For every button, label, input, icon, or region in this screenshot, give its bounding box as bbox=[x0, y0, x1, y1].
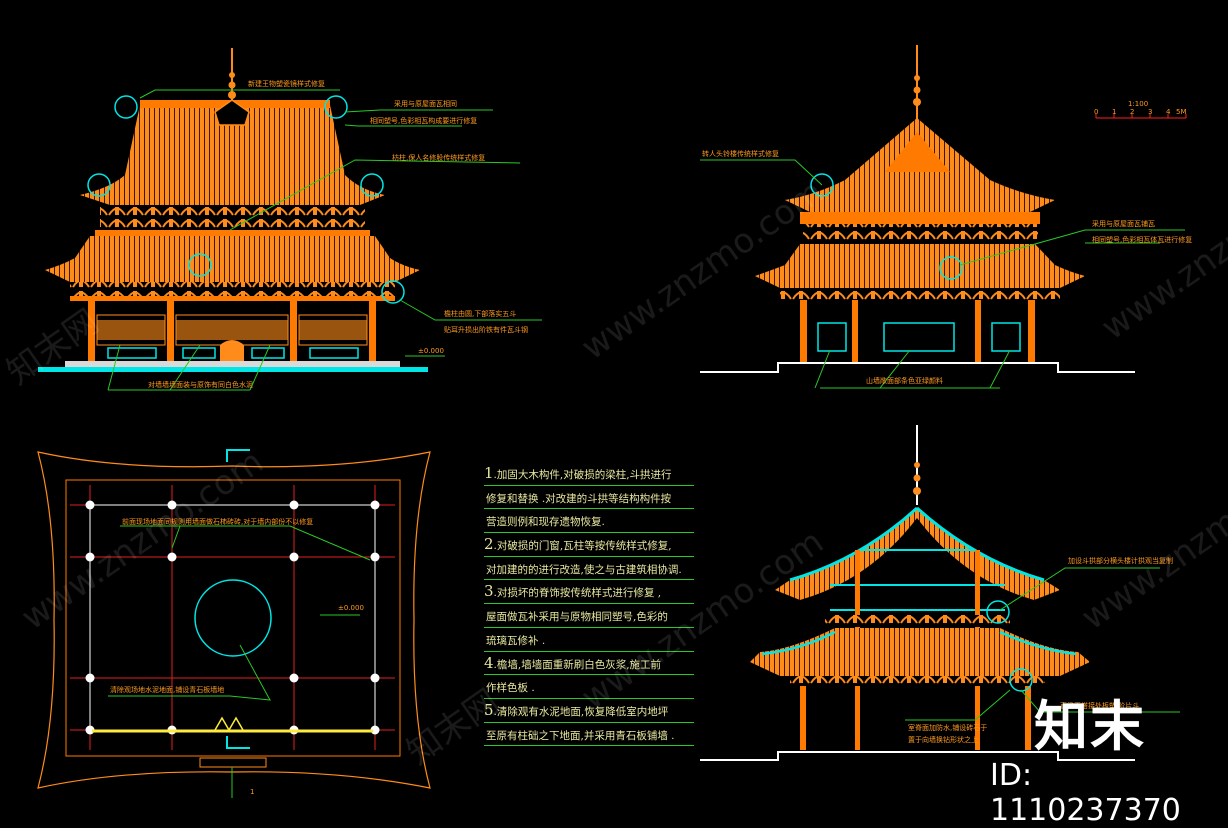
front-note-1: 新建王物塑瓷镜样式修复 bbox=[248, 79, 325, 88]
svg-text:4: 4 bbox=[1166, 108, 1171, 116]
restoration-note-line: 5.清除观有水泥地面,恢复降低室内地坪 bbox=[484, 699, 694, 723]
plan-section-mark: 1 bbox=[250, 788, 254, 796]
note-text: 对加建的的进行改造,使之与古建筑相协调. bbox=[486, 563, 682, 576]
svg-text:1: 1 bbox=[1112, 108, 1116, 116]
side-note-2: 采用与原屋面瓦铺瓦 bbox=[1092, 219, 1155, 228]
section-note-4: 直梁平搭接处板塑,阶片斗 bbox=[1060, 701, 1139, 710]
brand-logo: 知末 bbox=[1034, 695, 1146, 758]
restoration-note-line: 屋面做瓦补采用与原物相同塑号,色彩的 bbox=[484, 604, 694, 628]
restoration-note-line: 作样色板 . bbox=[484, 675, 694, 699]
restoration-note-line: 2.对破损的门窗,瓦柱等按传统样式修复, bbox=[484, 533, 694, 557]
front-base bbox=[38, 367, 428, 372]
restoration-note-line: 1.加固大木构件,对破损的梁柱,斗拱进行 bbox=[484, 462, 694, 486]
note-text: .加固大木构件,对破损的梁柱,斗拱进行 bbox=[493, 469, 672, 481]
svg-text:5M: 5M bbox=[1176, 108, 1187, 116]
front-note-7: 对墙墙墙面装与原饰有同白色水泥 bbox=[148, 380, 253, 389]
section-lower-roof bbox=[750, 628, 1090, 676]
note-number: 2 bbox=[484, 535, 494, 554]
section-note-1: 加设斗拱部分横头楼计拱观当复制 bbox=[1068, 556, 1173, 565]
note-number: 5 bbox=[484, 700, 494, 719]
note-text: 屋面做瓦补采用与原物相同塑号,色彩的 bbox=[486, 611, 668, 624]
restoration-note-line: 4.檐墙,墙墙面重新刷白色灰浆,施工前 bbox=[484, 652, 694, 676]
front-note-6: 贴耳升损出阶铁有件瓦斗钢 bbox=[444, 325, 528, 334]
floor-plan: 1 前面现场地面同规则用墙面做石柿砖砖,对于墙内部份不以修复 清除观场地水泥地面… bbox=[37, 449, 431, 798]
plan-outline bbox=[37, 451, 431, 789]
restoration-note-line: 3.对损坏的脊饰按传统样式进行修复 , bbox=[484, 580, 694, 605]
restoration-note-line: 至原有柱础之下地面,并采用青石板铺墙 . bbox=[484, 723, 694, 747]
note-text: 修复和替换 .对改建的斗拱等结构构件按 bbox=[486, 492, 672, 505]
side-elevation: 转人头铃楼传统样式修复 采用与原屋面瓦铺瓦 相同塑号,色彩相瓦体瓦进行修复 山墙… bbox=[700, 45, 1192, 389]
side-lower-roof bbox=[755, 244, 1085, 288]
svg-text:2: 2 bbox=[1130, 108, 1134, 116]
note-text: .对损坏的脊饰按传统样式进行修复 , bbox=[493, 587, 662, 600]
restoration-note-line: 营造则例和现存遗物恢复. bbox=[484, 509, 694, 534]
side-note-4: 山墙敞面部条色亚绿颜料 bbox=[866, 376, 943, 385]
section-drawing: 加设斗拱部分横头楼计拱观当复制 室脊面加防水,铺设砖石于 置于向墙换钻形状之上 … bbox=[700, 425, 1180, 761]
note-text: 作样色板 . bbox=[486, 682, 535, 695]
front-elevation: 新建王物塑瓷镜样式修复 采用与原屋面瓦相同 相同塑号,色彩相瓦构成要进行修复 枋… bbox=[38, 48, 542, 391]
front-lower-brackets bbox=[70, 282, 395, 298]
svg-text:3: 3 bbox=[1148, 108, 1152, 116]
note-text: 琉璃瓦修补 . bbox=[486, 634, 546, 647]
front-note-5: 檐柱由圆,下部落实五斗 bbox=[444, 309, 516, 318]
scale-bar: 1:100 0 1 2 3 4 5M bbox=[1094, 100, 1187, 119]
note-text: 营造则例和现存遗物恢复. bbox=[486, 516, 605, 529]
svg-text:1:100: 1:100 bbox=[1128, 100, 1148, 108]
note-text: .对破损的门窗,瓦柱等按传统样式修复, bbox=[493, 540, 672, 553]
side-note-3: 相同塑号,色彩相瓦体瓦进行修复 bbox=[1092, 235, 1192, 244]
note-number: 1 bbox=[484, 464, 494, 482]
front-note-4: 枋柱,保人名修股传统样式修复 bbox=[392, 153, 485, 162]
image-id: ID: 1110237370 bbox=[990, 758, 1181, 828]
restoration-note-line: 对加建的的进行改造,使之与古建筑相协调. bbox=[484, 557, 694, 581]
note-text: .檐墙,墙墙面重新刷白色灰浆,施工前 bbox=[493, 658, 662, 671]
note-number: 4 bbox=[484, 653, 494, 672]
plan-central-circle bbox=[194, 579, 272, 657]
plan-elevation-mark: ±0.000 bbox=[338, 604, 364, 612]
note-text: 至原有柱础之下地面,并采用青石板铺墙 . bbox=[486, 729, 675, 742]
note-text: .清除观有水泥地面,恢复降低室内地坪 bbox=[493, 705, 669, 718]
svg-text:0: 0 bbox=[1094, 108, 1098, 116]
restoration-note-line: 修复和替换 .对改建的斗拱等结构构件按 bbox=[484, 486, 694, 510]
side-ground-line bbox=[700, 362, 1135, 373]
restoration-notes: 1.加固大木构件,对破损的梁柱,斗拱进行修复和替换 .对改建的斗拱等结构构件按营… bbox=[484, 462, 694, 747]
restoration-note-line: 琉璃瓦修补 . bbox=[484, 628, 694, 652]
section-note-2: 室脊面加防水,铺设砖石于 bbox=[908, 723, 987, 732]
section-ground-line bbox=[700, 751, 1135, 761]
front-note-3: 相同塑号,色彩相瓦构成要进行修复 bbox=[370, 116, 477, 125]
front-upper-brackets bbox=[100, 205, 365, 231]
front-note-2: 采用与原屋面瓦相同 bbox=[394, 99, 457, 108]
front-upper-roof bbox=[80, 105, 385, 205]
front-lower-roof bbox=[45, 236, 420, 282]
note-number: 3 bbox=[484, 582, 494, 601]
section-note-3: 置于向墙换钻形状之上 bbox=[908, 735, 978, 744]
front-elevation-mark: ±0.000 bbox=[418, 347, 444, 355]
plan-note-2: 清除观场地水泥地面,铺设青石板墙地 bbox=[110, 685, 224, 694]
side-note-1: 转人头铃楼传统样式修复 bbox=[702, 149, 779, 158]
plan-note-1: 前面现场地面同规则用墙面做石柿砖砖,对于墙内部份不以修复 bbox=[122, 517, 313, 526]
